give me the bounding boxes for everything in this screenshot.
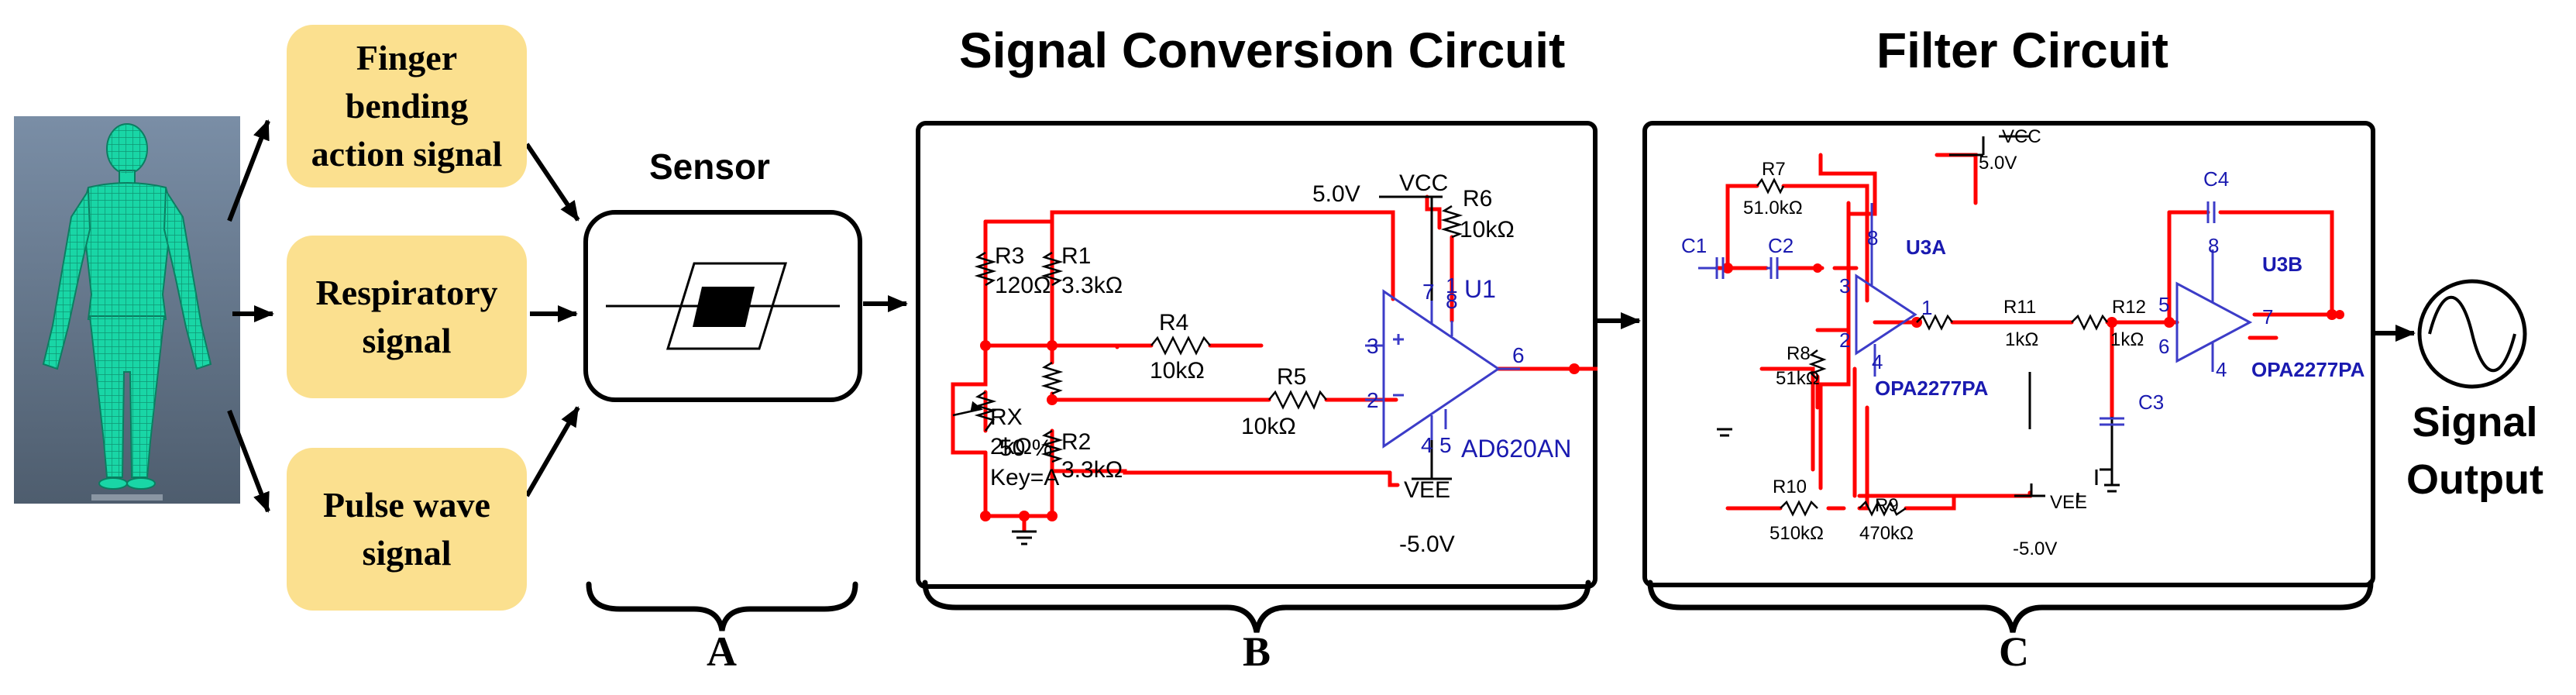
- rx-key: Key=A: [990, 465, 1059, 490]
- r7-value: 51.0kΩ: [1743, 198, 1803, 218]
- r2-label: R2: [1061, 429, 1091, 455]
- part-a-label: OPA2277PA: [1875, 377, 1989, 400]
- filter-vee-label: VEE: [2050, 492, 2087, 513]
- r10-label: R10: [1773, 477, 1807, 497]
- rx-value: 2kΩ: [990, 434, 1032, 459]
- r11-value: 1kΩ: [2005, 329, 2038, 350]
- rx-label: RX: [990, 404, 1023, 430]
- opamp-part-label: AD620AN: [1461, 435, 1571, 463]
- arrow-pulse-to-sensor: [524, 406, 580, 497]
- human-body-image: [14, 116, 240, 504]
- r8-value: 51kΩ: [1776, 368, 1820, 389]
- u3b-pin-7: 7: [2262, 305, 2273, 329]
- arrow-finger-to-sensor: [524, 143, 580, 222]
- c2-label: C2: [1768, 234, 1794, 257]
- arrow-body-to-pulse: [227, 409, 270, 513]
- r7-label: R7: [1762, 159, 1786, 180]
- finger-signal-box: Finger bending action signal: [287, 25, 527, 188]
- r9-label: R9: [1875, 495, 1899, 516]
- u3a-pin-2: 2: [1839, 329, 1850, 352]
- u3b-pin-5: 5: [2158, 293, 2169, 316]
- rx-percent-text: 50 %: [999, 435, 1053, 461]
- respiratory-signal-label: Respiratory signal: [315, 273, 498, 360]
- pulse-signal-label: Pulse wave signal: [323, 485, 490, 573]
- vee-value: -5.0V: [1399, 532, 1455, 557]
- arrow-body-to-finger: [227, 119, 270, 222]
- panel-label-b: B: [1243, 628, 1271, 675]
- respiratory-signal-box: Respiratory signal: [287, 236, 527, 398]
- pin-3-label: 3: [1367, 334, 1379, 358]
- r10-value: 510kΩ: [1769, 523, 1824, 544]
- r1-value: 3.3kΩ: [1061, 273, 1123, 298]
- r1-label: R1: [1061, 243, 1091, 269]
- u3a-pin-1: 1: [1921, 296, 1932, 319]
- part-b-label: OPA2277PA: [2251, 358, 2365, 381]
- u3b-pin-4: 4: [2216, 358, 2227, 381]
- u3b-label: U3B: [2262, 253, 2303, 276]
- u3b-pin-6: 6: [2158, 335, 2169, 358]
- r11-label: R11: [2003, 297, 2036, 318]
- vcc-label: VCC: [1399, 170, 1448, 196]
- filter-title: Filter Circuit: [1876, 22, 2168, 78]
- conversion-title: Signal Conversion Circuit: [959, 22, 1566, 78]
- r5-label: R5: [1277, 364, 1306, 390]
- panel-label-a: A: [707, 628, 737, 675]
- c4-label: C4: [2203, 167, 2229, 191]
- u3a-pin-4: 4: [1872, 350, 1883, 373]
- sensor-title: Sensor: [649, 146, 770, 187]
- finger-signal-label: Finger bending action signal: [311, 38, 503, 174]
- r8-label: R8: [1787, 343, 1811, 364]
- r2-value: 3.3kΩ: [1061, 457, 1123, 483]
- panel-label-c: C: [1999, 628, 2029, 675]
- sensor-block: [583, 210, 862, 402]
- opamp-u1-label: U1: [1464, 275, 1496, 303]
- pin-1-label: 1: [1446, 274, 1458, 298]
- r5-value: 10kΩ: [1241, 414, 1296, 439]
- r12-value: 1kΩ: [2110, 329, 2144, 350]
- sine-wave-icon: [2417, 279, 2527, 389]
- pin-2-label: 2: [1367, 388, 1379, 412]
- filter-vcc-value: 5.0V: [1979, 153, 2017, 174]
- u3a-label: U3A: [1906, 236, 1946, 259]
- r6-value: 10kΩ: [1460, 217, 1515, 243]
- signal-conversion-circuit: VCC 5.0V R3 120Ω R1 3.3kΩ R4 10kΩ R5 10k…: [916, 121, 1598, 589]
- r4-label: R4: [1159, 310, 1188, 335]
- r4-value: 10kΩ: [1150, 358, 1205, 384]
- r9-value: 470kΩ: [1859, 523, 1914, 544]
- u3a-pin-8: 8: [1867, 226, 1878, 249]
- pin-6-label: 6: [1512, 343, 1525, 367]
- pulse-signal-box: Pulse wave signal: [287, 448, 527, 611]
- r3-value: 120Ω: [995, 273, 1051, 298]
- c1-label: C1: [1681, 234, 1707, 257]
- filter-vee-value: -5.0V: [2013, 538, 2057, 559]
- pin-4-label: 4: [1421, 433, 1433, 457]
- signal-output-label: Signal Output: [2406, 399, 2543, 503]
- r12-label: R12: [2112, 297, 2146, 318]
- vee-label: VEE: [1404, 477, 1450, 503]
- filter-vcc-label: VCC: [2002, 126, 2041, 147]
- u3b-pin-8: 8: [2208, 234, 2219, 257]
- r3-label: R3: [995, 243, 1024, 269]
- pin-5-label: 5: [1439, 433, 1452, 457]
- c3-label: C3: [2138, 391, 2164, 414]
- vcc-value: 5.0V: [1312, 181, 1360, 207]
- r6-label: R6: [1463, 186, 1492, 212]
- pin-8-label: 8: [1446, 289, 1458, 313]
- filter-circuit: VCC 5.0V R7 51.0kΩ R11 1kΩ R12 1kΩ R8 51…: [1642, 121, 2375, 587]
- u3a-pin-3: 3: [1839, 274, 1850, 298]
- pin-7-label: 7: [1422, 280, 1435, 304]
